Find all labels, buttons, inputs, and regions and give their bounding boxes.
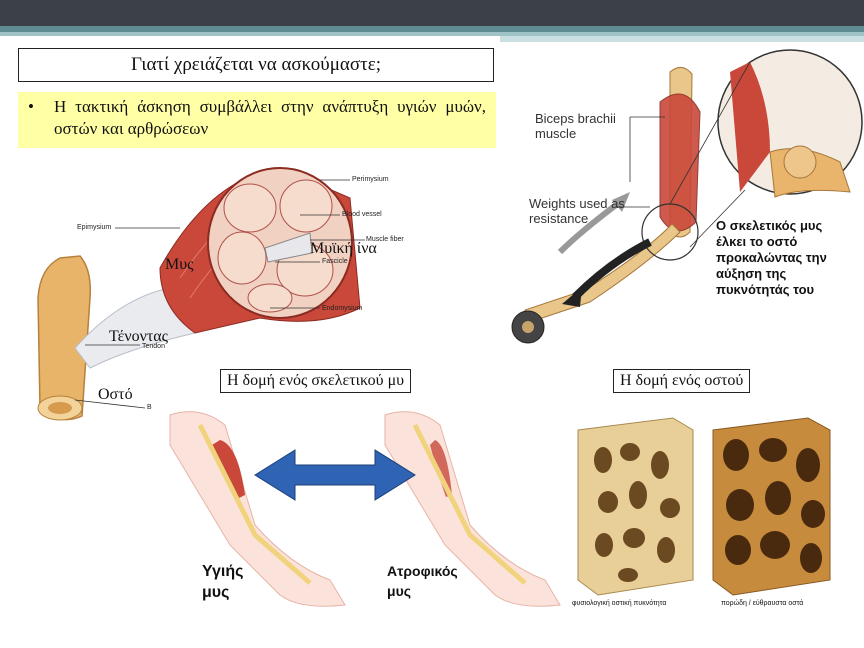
bone-density-illustration [577,417,831,596]
bullet-text: Η τακτική άσκηση συμβάλλει στην ανάπτυξη… [54,97,486,138]
healthy-vs-atrophic-arms-illustration [169,411,561,607]
label-muscle-fiber-en: Muscle fiber [366,236,404,243]
healthy-muscle-label: Υγιής μυς [202,563,244,601]
top-band-accent [500,36,864,42]
label-fascicle: Fascicle [322,258,348,265]
top-band-light [0,32,864,36]
arm-weight-illustration [511,49,863,344]
arm-description: Ο σκελετικός μυς έλκει το οστό προκαλώντ… [716,218,827,297]
atrophic-muscle-label: Ατροφικός μυς [387,563,458,599]
label-weights: Weights used as resistance [529,196,625,226]
label-perimysium: Perimysium [352,176,389,183]
muscle-structure-caption: Η δομή ενός σκελετικού μυ [220,369,412,393]
label-biceps-brachii: Biceps brachii muscle [535,111,616,141]
label-muscle: Μυς [165,256,194,273]
bullet-marker: • [28,97,34,116]
slide-title: Γιατί χρειάζεται να ασκούμαστε; [18,48,494,82]
label-tendon-en: Tendon [142,343,165,350]
top-band [0,26,864,32]
top-bar [0,0,864,26]
label-epimysium: Epimysium [77,224,112,231]
bone-porous-caption: πορώδη / εύθραυστα οστά [721,600,804,607]
bone-structure-caption: Η δομή ενός οστού [613,369,751,393]
label-bone: Οστό [98,386,133,403]
bone-normal-caption: φυσιολογική οστική πυκνότητα [572,600,667,607]
muscle-cross-section-illustration [37,167,365,421]
label-endomysium: Endomysium [322,305,363,312]
label-muscle-fiber: Μυϊκή ίνα [310,240,377,257]
label-blood-vessel: Blood vessel [342,211,382,218]
label-tendon: Τένοντας [109,328,169,345]
bullet-highlight: • Η τακτική άσκηση συμβάλλει στην ανάπτυ… [18,92,496,148]
label-bone-letter: B [147,404,152,411]
